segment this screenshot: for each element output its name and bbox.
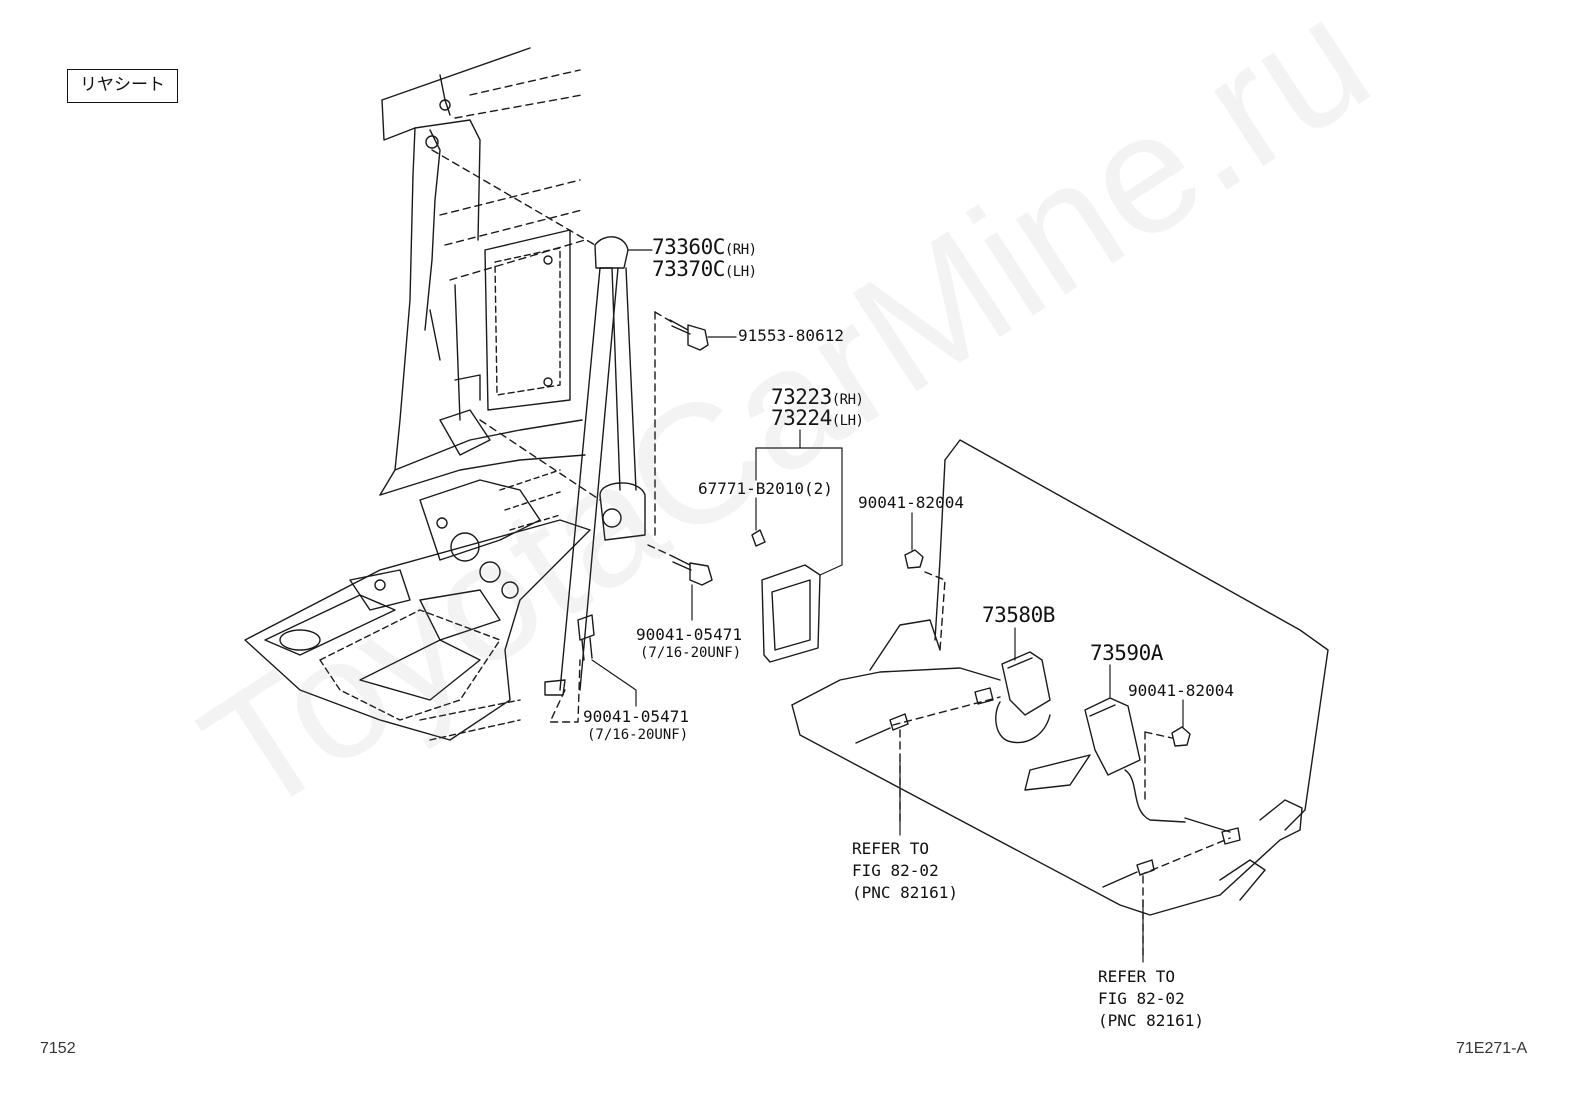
part-73360c[interactable]: 73360C(RH) [652, 236, 757, 261]
part-73370c-number: 73370C [652, 257, 725, 281]
refer-note-1-line1: REFER TO [852, 839, 930, 858]
buckle-73590a [1084, 697, 1241, 845]
refer-note-1-line2: FIG 82-02 [852, 861, 939, 880]
nut-90041-82004-upper [904, 549, 924, 569]
part-73360c-side: (RH) [724, 242, 757, 258]
part-90041-82004-upper[interactable]: 90041-82004 [858, 493, 964, 512]
part-73223-side: (RH) [831, 392, 864, 408]
floor-structure [244, 469, 591, 741]
buckle-73580b [974, 651, 1051, 744]
connector-right [1102, 859, 1155, 888]
part-67771-b2010[interactable]: 67771-B2010(2) [698, 479, 833, 498]
refer-note-2-line1: REFER TO [1098, 967, 1176, 986]
body-pillar-structure [379, 47, 586, 496]
part-73224-side: (LH) [831, 413, 864, 429]
bolt-91553 [669, 319, 709, 351]
belt-cover [751, 529, 821, 663]
part-90041-05471-upper[interactable]: 90041-05471 (7/16-20UNF) [636, 626, 742, 662]
refer-note-1[interactable]: REFER TO FIG 82-02 (PNC 82161) [852, 838, 958, 904]
part-90041-05471-lower-number: 90041-05471 [583, 707, 689, 726]
figure-code: 71E271-A [1456, 1040, 1528, 1057]
part-73223[interactable]: 73223(RH) [771, 385, 864, 411]
part-90041-05471-upper-spec: (7/16-20UNF) [640, 645, 742, 661]
refer-note-2-line2: FIG 82-02 [1098, 989, 1185, 1008]
assembly-dashed-lines [431, 149, 1231, 961]
part-90041-82004-lower[interactable]: 90041-82004 [1128, 681, 1234, 700]
part-90041-05471-lower-spec: (7/16-20UNF) [587, 727, 689, 743]
refer-note-1-line3: (PNC 82161) [852, 883, 958, 902]
refer-note-2[interactable]: REFER TO FIG 82-02 (PNC 82161) [1098, 966, 1204, 1032]
part-90041-05471-lower[interactable]: 90041-05471 (7/16-20UNF) [583, 708, 689, 744]
part-73370c-side: (LH) [724, 264, 757, 280]
part-73223-number: 73223 [771, 385, 832, 409]
part-73224-number: 73224 [771, 406, 832, 430]
leader-lines [591, 249, 1184, 963]
page-number: 7152 [40, 1040, 76, 1057]
bolt-90041-05471-lower [577, 614, 595, 661]
section-label: リヤシート [67, 69, 178, 103]
part-73360c-number: 73360C [652, 235, 725, 259]
part-73224[interactable]: 73224(LH) [771, 406, 864, 432]
seat-belt-outer-assembly [544, 236, 646, 696]
part-90041-05471-upper-number: 90041-05471 [636, 625, 742, 644]
bolt-90041-05471-upper [671, 555, 713, 586]
part-91553-80612[interactable]: 91553-80612 [738, 326, 844, 345]
refer-note-2-line3: (PNC 82161) [1098, 1011, 1204, 1030]
part-73580b[interactable]: 73580B [982, 603, 1055, 627]
part-73590a[interactable]: 73590A [1090, 641, 1163, 665]
connector-left [855, 713, 909, 744]
part-73370c[interactable]: 73370C(LH) [652, 258, 757, 283]
nut-90041-82004-lower [1171, 726, 1191, 747]
rear-seat-cushion [791, 439, 1329, 916]
